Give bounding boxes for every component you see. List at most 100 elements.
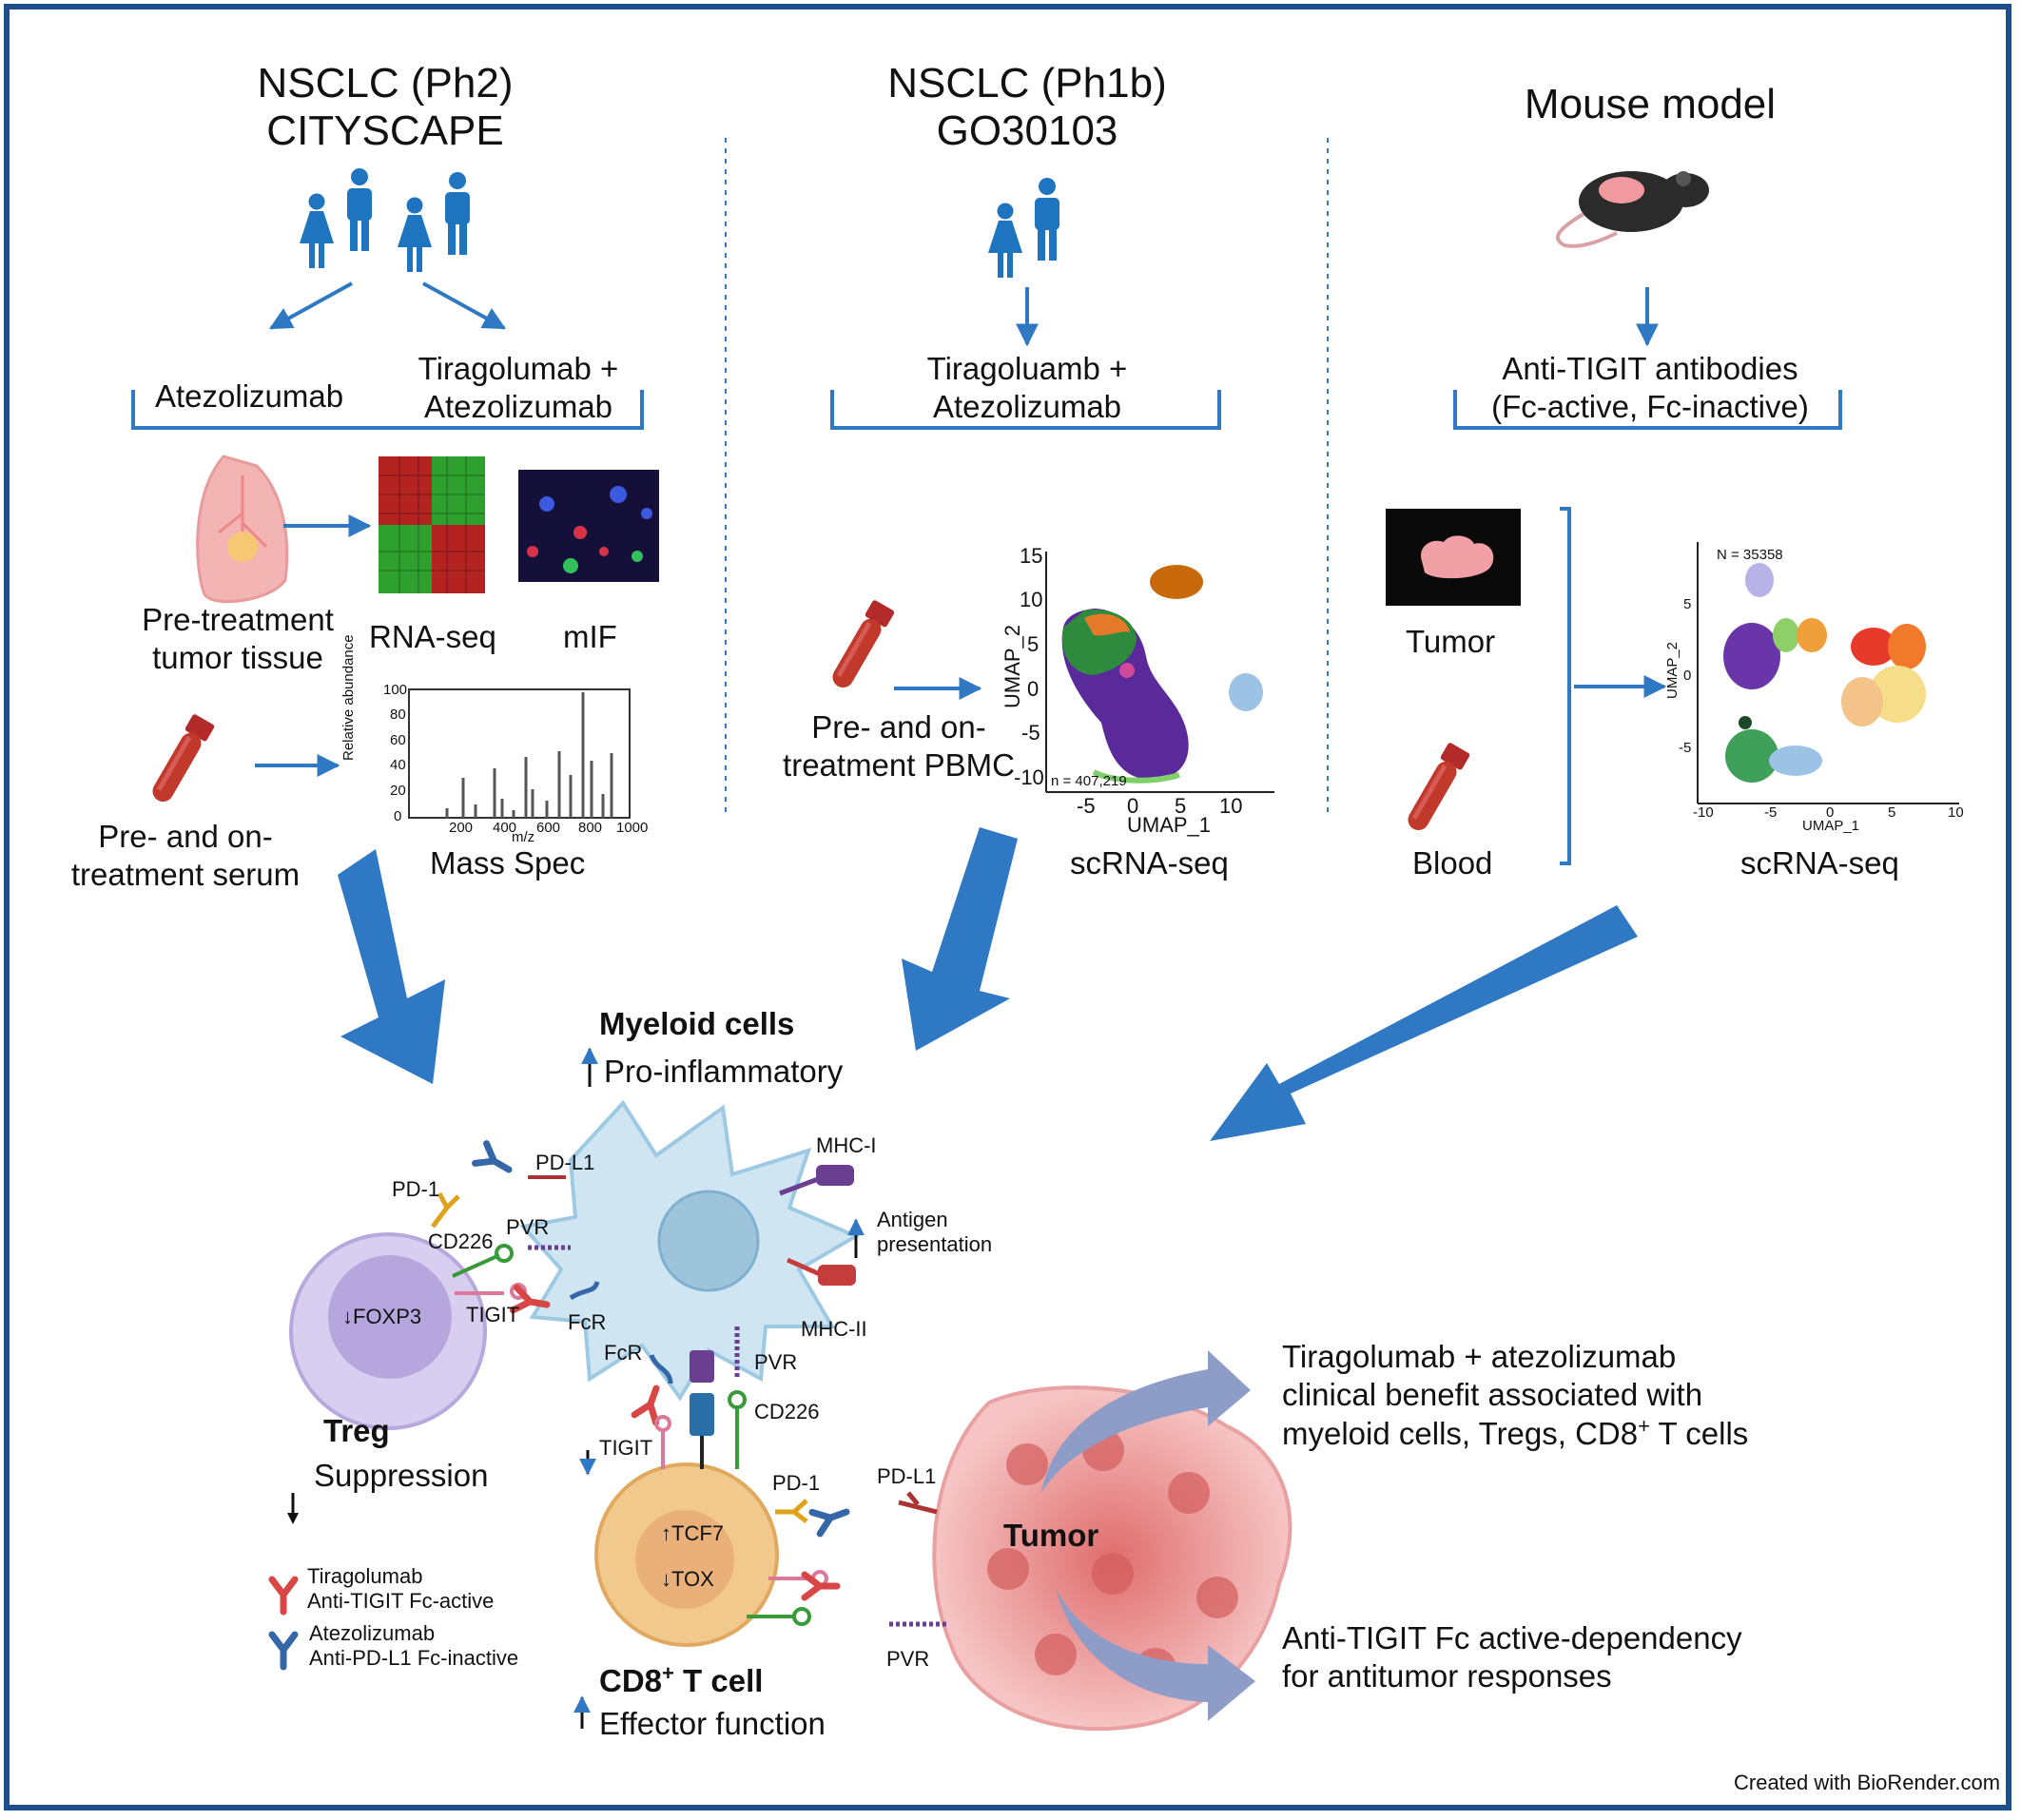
umap-ph1b-xtick: 5	[1175, 794, 1187, 818]
tigit-treg-icon	[455, 1283, 527, 1300]
ms-ytick: 100	[383, 682, 408, 698]
mif-label: mIF	[563, 619, 617, 654]
tcf7-label: ↑TCF7	[661, 1521, 724, 1545]
legend-atezolizumab-icon	[272, 1635, 295, 1667]
umap-mouse-ytick: 0	[1683, 668, 1692, 684]
pdl1-label-top: PD-L1	[535, 1151, 595, 1174]
split-arrow-right	[422, 281, 507, 330]
umap-mouse-ylabel: UMAP_2	[1664, 641, 1681, 699]
mhc2-label: MHC-II	[801, 1317, 867, 1341]
ms-xtick: 200	[449, 820, 474, 836]
cd8-title: CD8+ T cell	[599, 1661, 764, 1698]
tumor-label: Tumor	[1003, 1518, 1099, 1553]
umap-ph1b-plot	[1045, 552, 1274, 793]
blood-sample-label: Blood	[1412, 845, 1493, 881]
outcome-arrow-1	[1041, 1350, 1251, 1493]
mass-spec-label: Mass Spec	[430, 845, 586, 881]
ms-ytick: 40	[390, 757, 406, 773]
umap-mouse-xtick: -5	[1764, 804, 1778, 821]
umap-mouse-ytick: -5	[1679, 740, 1692, 756]
mhc2-icon	[786, 1257, 856, 1286]
ms-xtick: 600	[536, 820, 561, 836]
cd8-subtitle: Effector function	[599, 1706, 826, 1741]
tiragolumab-tumor-icon	[805, 1575, 837, 1597]
foxp3-label: ↓FOXP3	[342, 1305, 422, 1328]
umap-ph1b-xtick: 0	[1127, 794, 1139, 818]
tumor-photo	[1386, 509, 1521, 606]
umap-ph1b-ylabel: UMAP_2	[1001, 624, 1024, 708]
atezolizumab-cd8-icon	[812, 1501, 850, 1534]
mhc-tcr-icon	[690, 1350, 714, 1469]
ms-xtick: 800	[578, 820, 603, 836]
ms-ytick: 0	[394, 808, 402, 824]
umap-ph1b-xlabel: UMAP_1	[1127, 813, 1212, 837]
blood-tube-icon	[1402, 742, 1471, 836]
arm-bracket-ph1b	[830, 390, 1221, 430]
serum-label: Pre- and on-treatment serum	[70, 819, 301, 892]
fcr-cd8-label: FcR	[604, 1341, 643, 1365]
pd1-treg-label: PD-1	[392, 1177, 440, 1201]
umap-mouse-xtick: 0	[1826, 804, 1835, 821]
cd226-pvr-treg-icon	[452, 1244, 571, 1278]
umap-ph1b-xtick: 10	[1219, 794, 1243, 818]
pvr-treg-label: PVR	[506, 1215, 550, 1239]
fcr-treg-label: FcR	[568, 1310, 607, 1334]
rnaseq-label: RNA-seq	[369, 619, 496, 654]
big-arrow-ph1b	[902, 827, 1018, 1051]
arm-combo-ph2: Tiragolumab +Atezolizumab	[418, 351, 619, 424]
ms-xtick: 400	[493, 820, 517, 836]
umap-mouse-ytick: 5	[1683, 596, 1692, 612]
figure-frame	[4, 4, 2011, 1810]
ms-ytick: 20	[390, 783, 406, 799]
atezolizumab-free-icon	[476, 1144, 515, 1180]
arm-atezolizumab: Atezolizumab	[155, 378, 344, 414]
mass-spec-plot	[408, 688, 631, 819]
scrnaseq-ph1b-label: scRNA-seq	[1070, 845, 1229, 881]
pd1-cd8-icon	[775, 1499, 808, 1523]
umap-ph1b-ytick: 0	[1027, 677, 1040, 701]
ms-ytick: 60	[390, 732, 406, 748]
pd1-cd8-label: PD-1	[772, 1471, 821, 1495]
biorender-credit: Created with BioRender.com	[1734, 1771, 2001, 1794]
mouse-icon	[1556, 171, 1709, 248]
umap-mouse-n: N = 35358	[1717, 547, 1783, 563]
outcome-arrow-2	[1056, 1588, 1255, 1721]
umap-ph1b-ytick: -5	[1021, 721, 1040, 745]
pbmc-label: Pre- and on-treatment PBMC	[783, 709, 1015, 783]
big-arrow-ph2	[338, 849, 445, 1084]
tumor-mass	[932, 1385, 1292, 1732]
tigit-cd8-icon	[654, 1415, 671, 1469]
cd226-cd8-label: CD226	[754, 1400, 820, 1423]
patients-ph2-icon	[300, 168, 470, 272]
cd226-treg-label: CD226	[428, 1229, 494, 1253]
patients-ph1b-icon	[988, 178, 1059, 278]
umap-mouse-plot	[1697, 542, 1959, 804]
myeloid-title: Myeloid cells	[599, 1006, 795, 1041]
down-arrowhead-suppression	[287, 1513, 299, 1524]
umap-ph1b-ytick: 15	[1020, 544, 1043, 568]
arm-combo-ph1b: Tiragoluamb +Atezolizumab	[926, 351, 1128, 424]
lung-icon	[196, 455, 289, 604]
treg-title: Treg	[323, 1413, 390, 1448]
arm-bracket-mouse	[1453, 390, 1842, 430]
umap-ph1b-xtick: -5	[1077, 794, 1096, 818]
pvr-cd226-cd8-icon	[728, 1326, 747, 1469]
umap-ph1b-ytick: 5	[1027, 632, 1040, 656]
fcr-treg-icon	[569, 1281, 600, 1301]
ph1b-title: NSCLC (Ph1b)GO30103	[887, 60, 1167, 154]
treg-subtitle: Suppression	[314, 1458, 489, 1493]
rnaseq-heatmap	[379, 456, 485, 593]
umap-mouse-xlabel: UMAP_1	[1802, 818, 1860, 834]
pdl1-tumor-icon	[898, 1491, 938, 1515]
pvr-tumor-label: PVR	[886, 1647, 930, 1671]
myeloid-nucleus	[657, 1190, 760, 1292]
myeloid-subtitle: Pro-inflammatory	[604, 1054, 844, 1089]
cd8-nucleus	[635, 1510, 734, 1609]
pvr-cd8-label: PVR	[754, 1350, 798, 1374]
tigit-cd8-label: TIGIT	[599, 1436, 653, 1460]
arm-bracket-ph2	[131, 390, 644, 430]
umap-mouse-xtick: 5	[1888, 804, 1896, 821]
